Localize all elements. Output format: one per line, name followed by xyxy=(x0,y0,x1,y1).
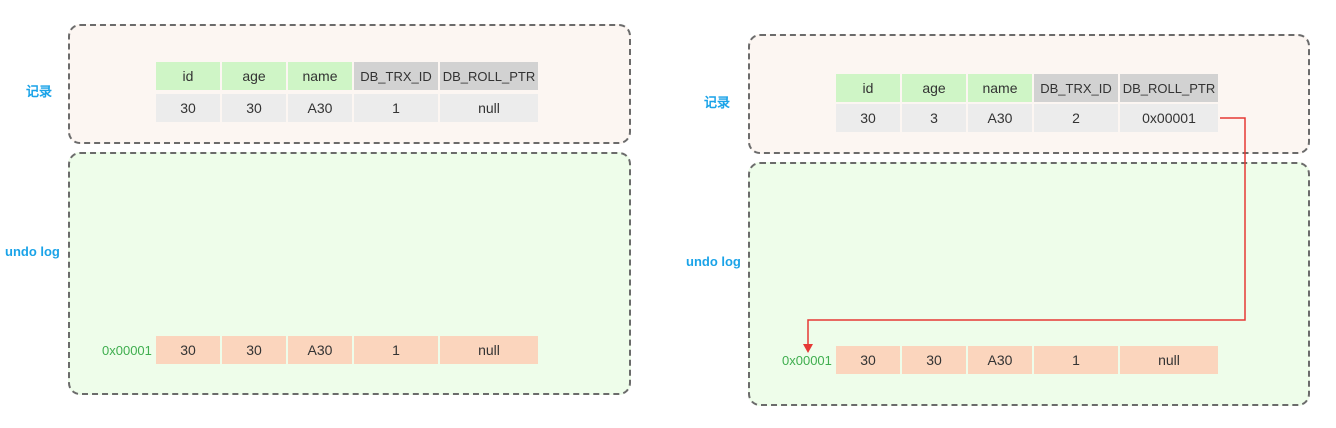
right-undo-db-roll-ptr: null xyxy=(1120,346,1218,374)
left-record-db-trx-id: 1 xyxy=(354,94,438,122)
left-record-db-roll-ptr: null xyxy=(440,94,538,122)
roll-pointer-arrowhead xyxy=(803,344,813,353)
right-header-db-roll-ptr: DB_ROLL_PTR xyxy=(1120,74,1218,102)
right-undo-name: A30 xyxy=(968,346,1032,374)
left-undo-id: 30 xyxy=(156,336,220,364)
right-header-db-trx-id: DB_TRX_ID xyxy=(1034,74,1118,102)
right-record-name: A30 xyxy=(968,104,1032,132)
right-record-age: 3 xyxy=(902,104,966,132)
left-record-id: 30 xyxy=(156,94,220,122)
left-undo-address: 0x00001 xyxy=(102,342,152,358)
left-record-label: 记录 xyxy=(26,84,53,99)
right-record-db-trx-id: 2 xyxy=(1034,104,1118,132)
right-record-db-roll-ptr: 0x00001 xyxy=(1120,104,1218,132)
right-undo-db-trx-id: 1 xyxy=(1034,346,1118,374)
roll-pointer-line xyxy=(807,117,1246,346)
left-record-age: 30 xyxy=(222,94,286,122)
left-record-name: A30 xyxy=(288,94,352,122)
left-undo-db-trx-id: 1 xyxy=(354,336,438,364)
right-header-name: name xyxy=(968,74,1032,102)
left-undo-label: undo log xyxy=(5,244,60,259)
right-header-age: age xyxy=(902,74,966,102)
right-undo-address: 0x00001 xyxy=(782,352,832,368)
left-undo-name: A30 xyxy=(288,336,352,364)
left-header-age: age xyxy=(222,62,286,90)
right-undo-label: undo log xyxy=(686,254,741,269)
left-header-id: id xyxy=(156,62,220,90)
left-header-db-trx-id: DB_TRX_ID xyxy=(354,62,438,90)
right-undo-age: 30 xyxy=(902,346,966,374)
left-header-db-roll-ptr: DB_ROLL_PTR xyxy=(440,62,538,90)
left-undo-age: 30 xyxy=(222,336,286,364)
right-record-id: 30 xyxy=(836,104,900,132)
left-undo-db-roll-ptr: null xyxy=(440,336,538,364)
right-undo-id: 30 xyxy=(836,346,900,374)
left-header-name: name xyxy=(288,62,352,90)
right-header-id: id xyxy=(836,74,900,102)
right-record-label: 记录 xyxy=(704,95,731,110)
